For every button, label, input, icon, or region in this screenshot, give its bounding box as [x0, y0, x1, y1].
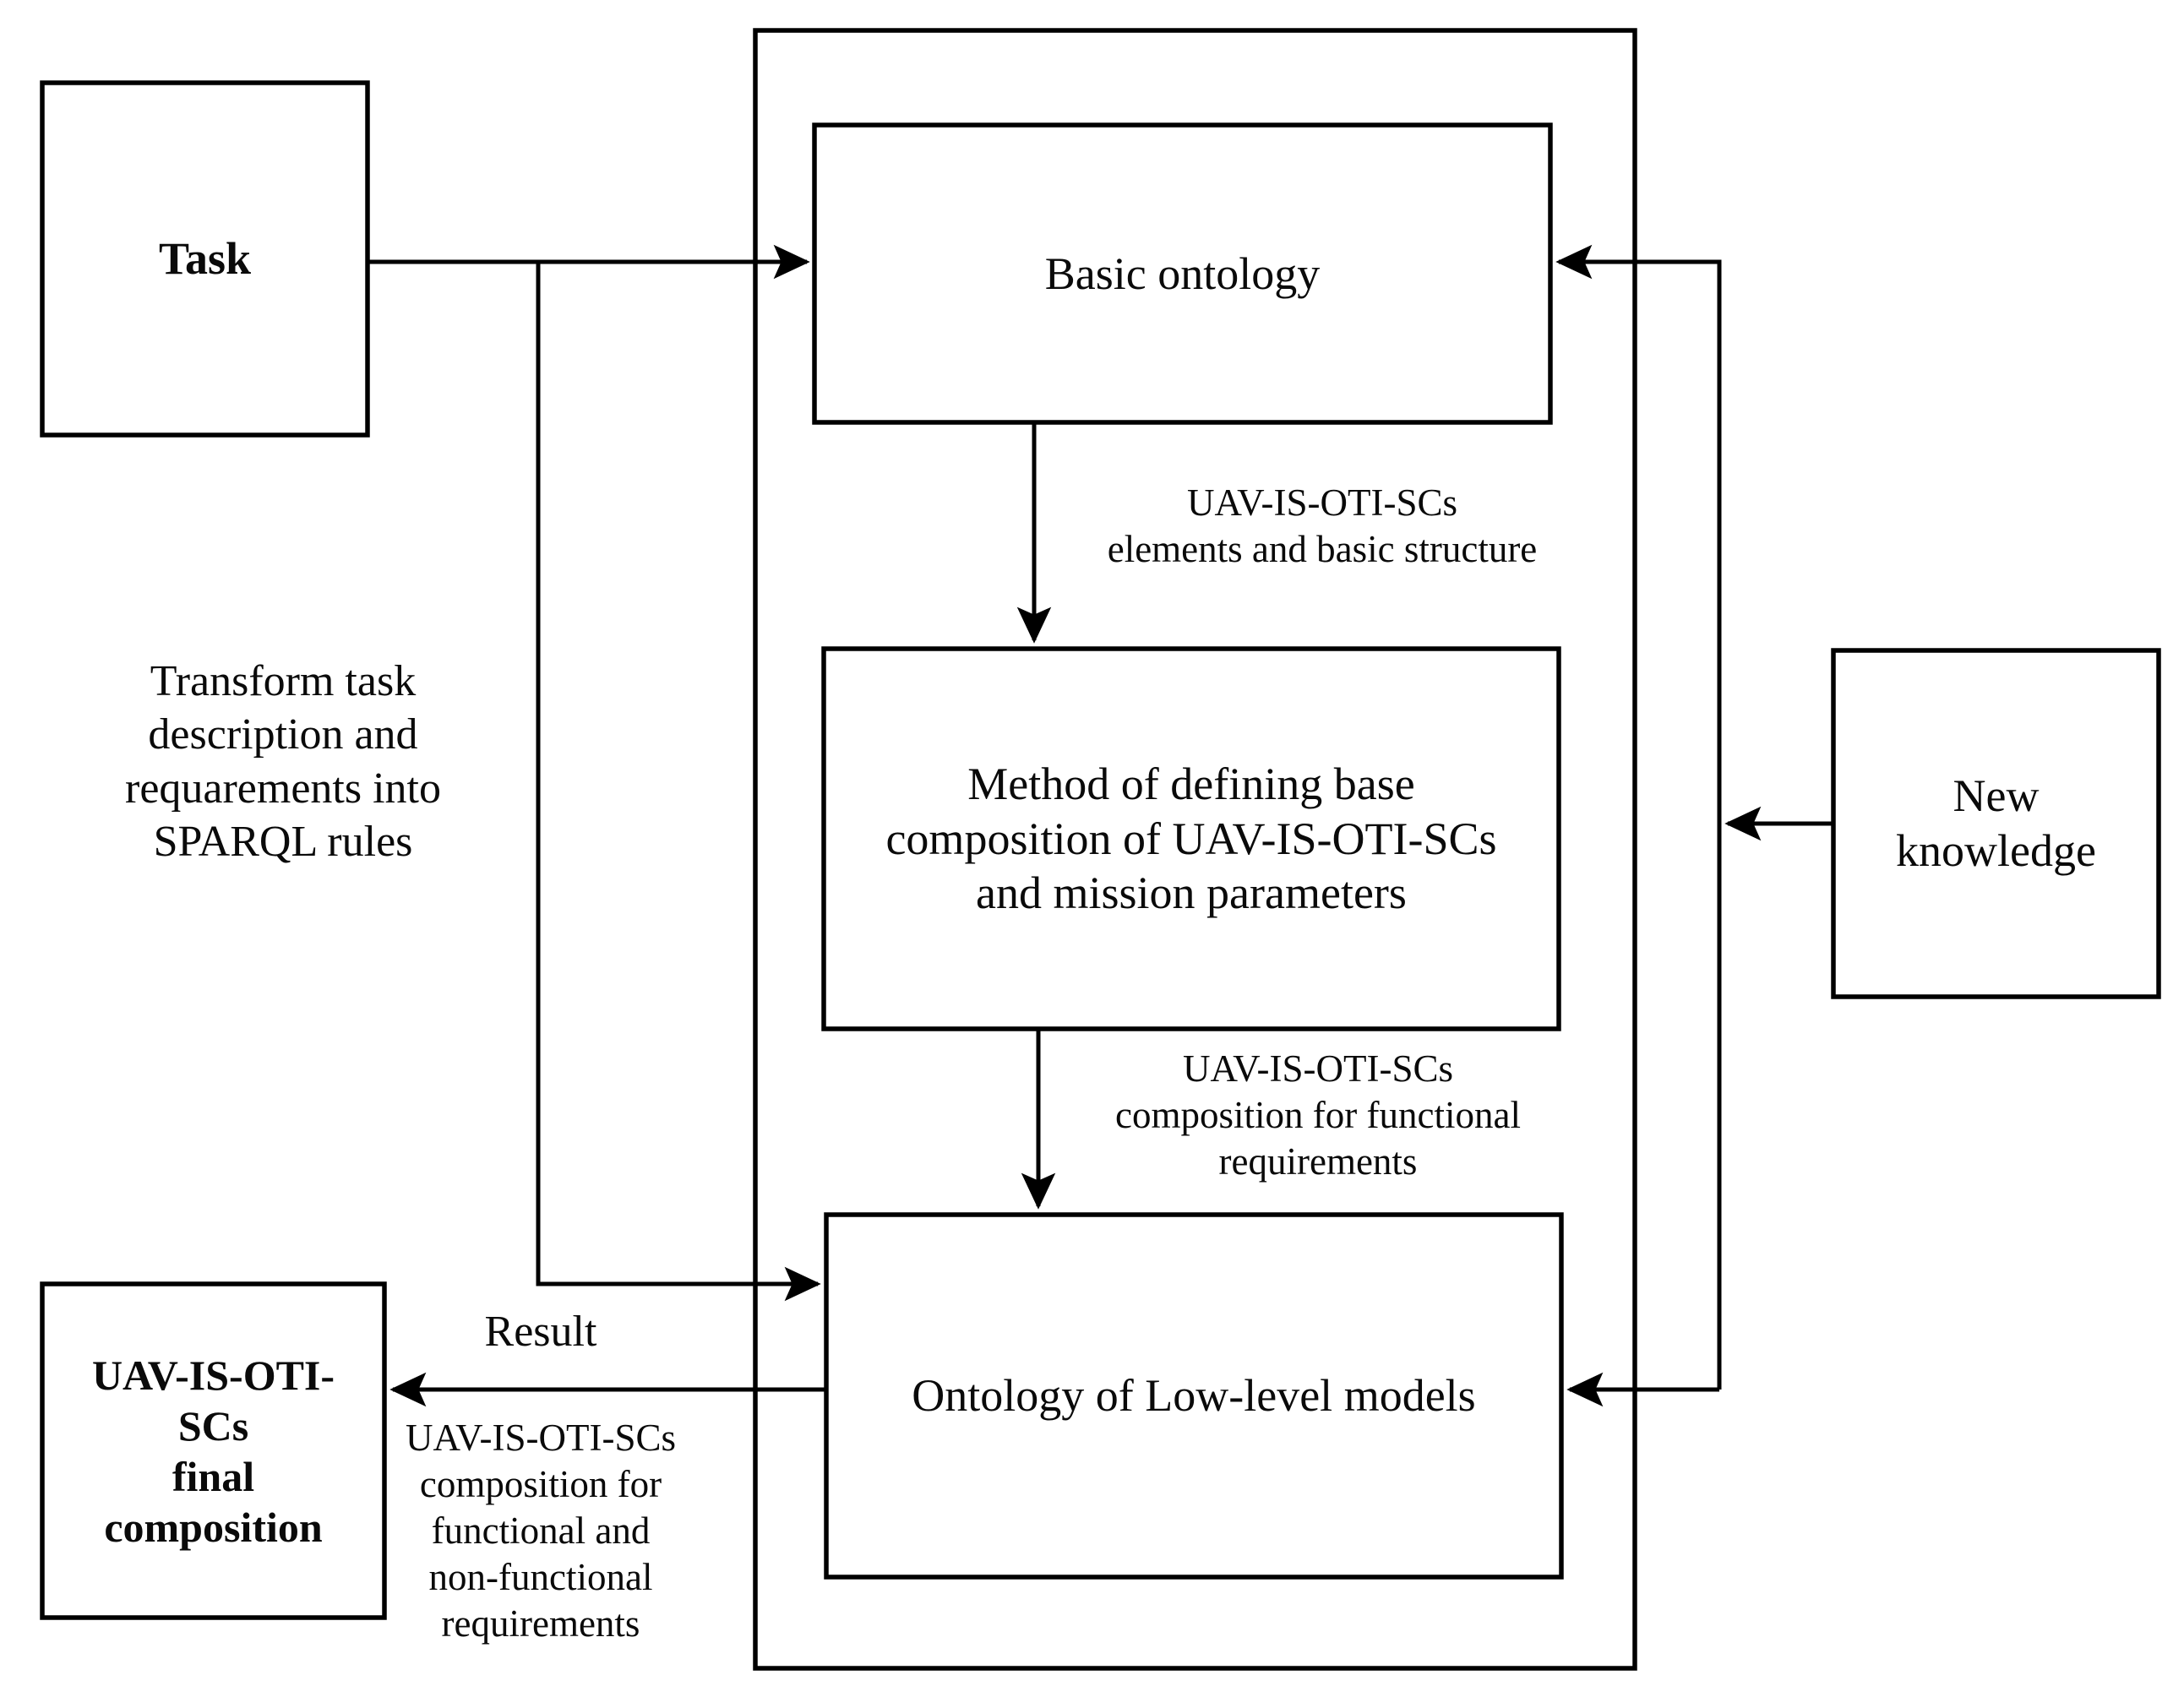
low-level-ontology-box	[824, 1212, 1564, 1580]
edge-low-level-to-basic-ontology-feedback	[1555, 244, 1722, 1390]
basic-ontology-box	[812, 122, 1553, 425]
outer-process-frame	[753, 28, 1637, 1671]
edge-task-branch-to-low-level	[536, 262, 821, 1302]
final-composition-box	[40, 1281, 387, 1620]
method-box	[821, 646, 1561, 1031]
task-box	[40, 80, 370, 438]
new-knowledge-box	[1831, 648, 2161, 999]
